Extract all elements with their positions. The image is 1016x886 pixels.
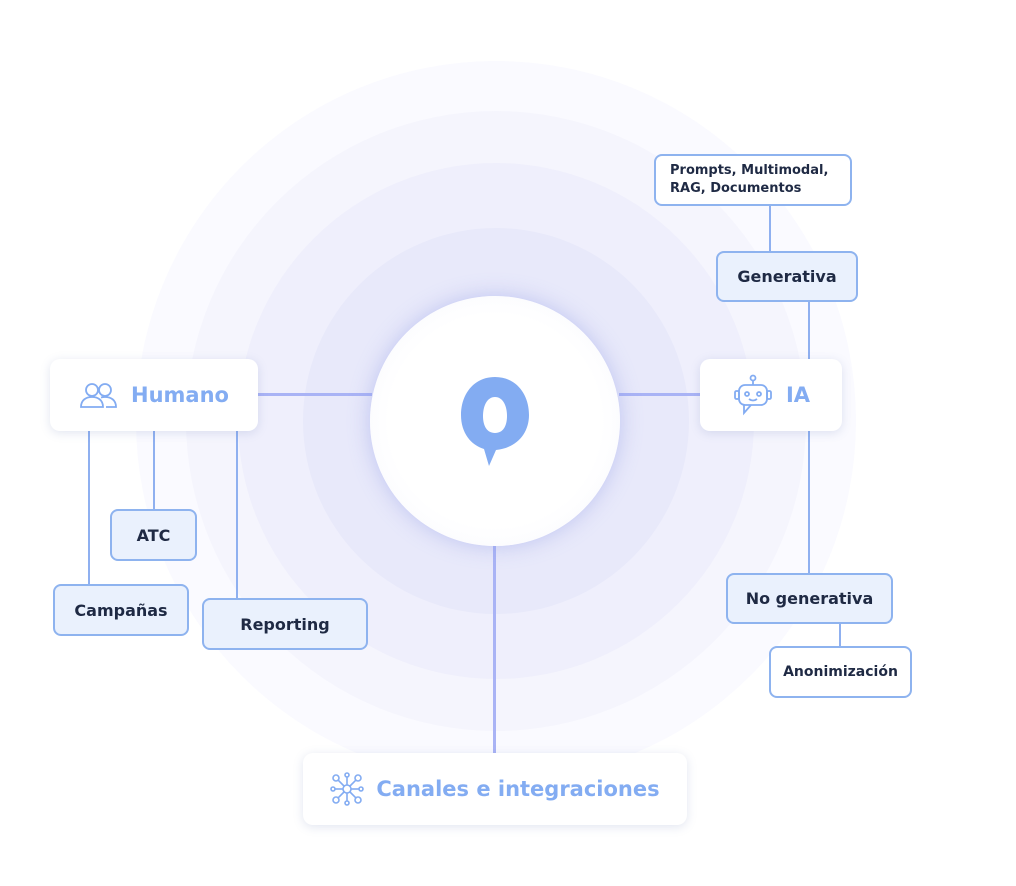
generativa-detail-line-1: Prompts, Multimodal,	[670, 163, 829, 178]
connector-humano-center	[258, 393, 372, 396]
connector-humano-reporting	[236, 431, 238, 598]
generativa-label: Generativa	[737, 267, 837, 286]
campanas-label: Campañas	[74, 600, 168, 620]
reporting-box[interactable]: Reporting	[202, 598, 368, 650]
canales-title: Canales e integraciones	[376, 777, 660, 801]
robot-icon	[734, 374, 772, 416]
atc-box[interactable]: ATC	[110, 509, 197, 561]
reporting-label: Reporting	[240, 614, 330, 634]
connector-humano-campanas	[88, 431, 90, 584]
campanas-box[interactable]: Campañas	[53, 584, 189, 636]
no-generativa-label: No generativa	[745, 589, 874, 608]
humano-title: Humano	[131, 383, 229, 407]
canales-box[interactable]: Canales e integraciones	[303, 753, 687, 825]
no-generativa-box[interactable]: No generativa	[726, 573, 893, 624]
connector-center-ia	[619, 393, 701, 396]
connector-nogenerativa-anonimizacion	[839, 624, 841, 646]
connector-generativa-detail	[769, 206, 771, 251]
center-logo-circle	[370, 296, 620, 546]
connector-humano-atc	[153, 431, 155, 509]
ia-box[interactable]: IA	[700, 359, 842, 431]
users-icon	[80, 383, 117, 408]
humano-box[interactable]: Humano	[50, 359, 258, 431]
network-nodes-icon	[330, 772, 365, 806]
generativa-detail-line-2: RAG, Documentos	[670, 181, 802, 196]
atc-label: ATC	[136, 525, 171, 545]
anonimizacion-label: Anonimización	[783, 664, 898, 680]
connector-generativa-ia	[808, 302, 810, 360]
ia-title: IA	[785, 383, 811, 407]
connector-center-canales	[493, 545, 496, 753]
connector-ia-nogenerativa	[808, 431, 810, 573]
speech-bubble-logo-icon	[461, 377, 529, 466]
generativa-box[interactable]: Generativa	[716, 251, 858, 302]
generativa-detail-box[interactable]: Prompts, Multimodal, RAG, Documentos	[654, 154, 852, 206]
anonimizacion-box[interactable]: Anonimización	[769, 646, 912, 698]
